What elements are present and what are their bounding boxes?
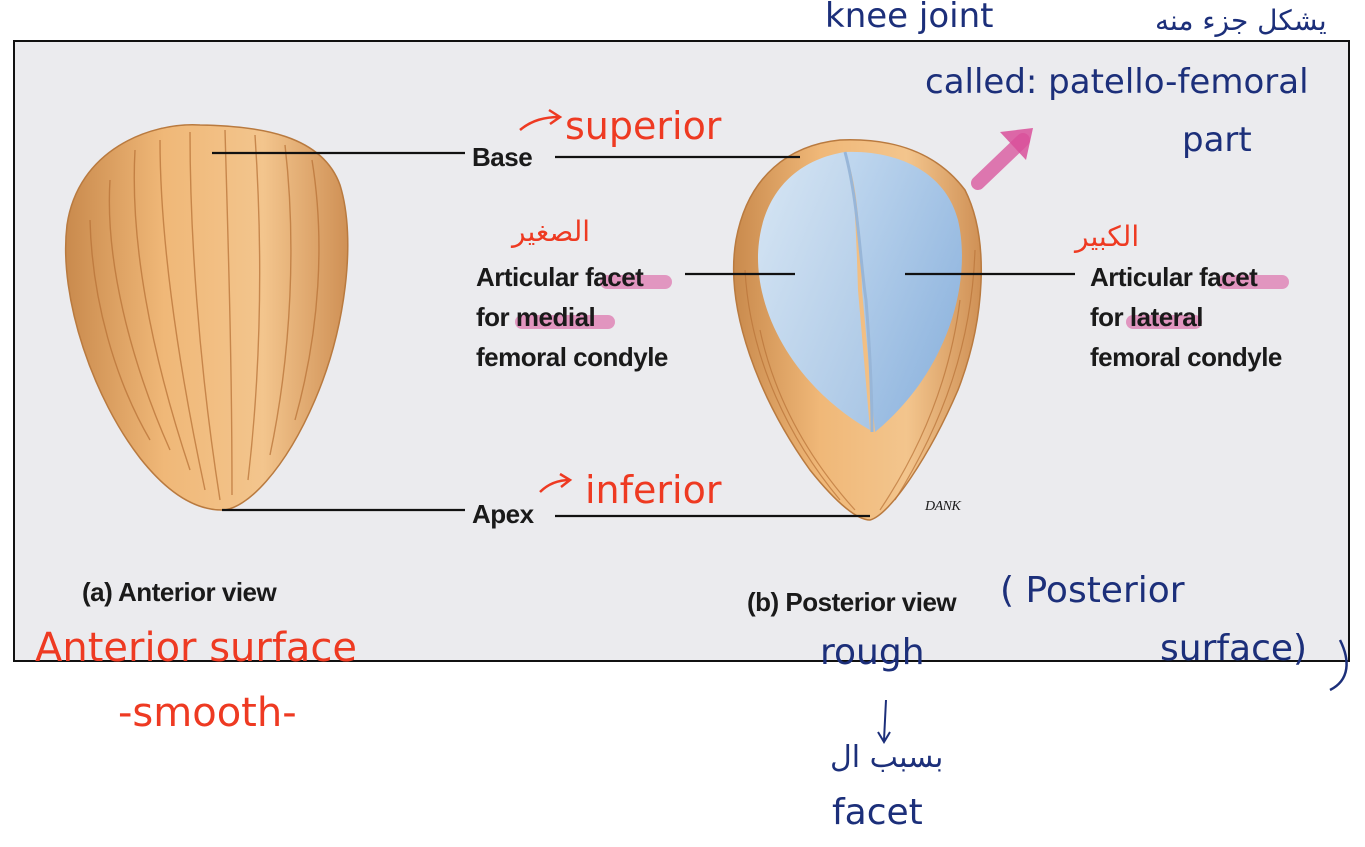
caption-anterior-view: (a) Anterior view (82, 575, 276, 609)
note-arabic-medial: الصغير (512, 215, 590, 248)
note-because-arabic: بسبب ال (830, 740, 943, 775)
note-patello-femoral: called: patello-femoral (925, 62, 1309, 102)
note-smooth: -smooth- (118, 690, 297, 736)
caption-posterior-view: (b) Posterior view (747, 585, 956, 619)
arrow-inferior (540, 474, 570, 492)
label-apex: Apex (472, 497, 534, 531)
artist-signature: DANK (925, 490, 960, 524)
surface-bracket (1330, 640, 1347, 690)
medial-facet-line-1: Articular facet (476, 260, 643, 294)
medial-facet-line-3: femoral condyle (476, 340, 668, 374)
anterior-bone-shape (66, 125, 348, 510)
note-anterior-surface: Anterior surface (35, 625, 357, 671)
arrow-rough-down (878, 700, 890, 742)
lateral-facet-line-2: for lateral (1090, 300, 1203, 334)
note-facet: facet (832, 792, 923, 833)
medial-facet-line-2: for medial (476, 300, 595, 334)
note-posterior-surface-1: ( Posterior (1000, 570, 1185, 611)
note-superior: superior (565, 104, 721, 148)
lateral-facet-line-3: femoral condyle (1090, 340, 1282, 374)
note-knee-arabic: يشكل جزء منه (1155, 4, 1327, 37)
note-arabic-lateral: الكبير (1075, 220, 1139, 253)
pink-arrow (978, 128, 1033, 183)
note-inferior: inferior (585, 468, 721, 512)
anterior-patella (66, 125, 348, 510)
note-posterior-surface-2: surface) (1160, 628, 1307, 669)
note-rough: rough (820, 632, 925, 673)
note-part: part (1182, 120, 1252, 160)
posterior-patella (734, 140, 982, 520)
label-base: Base (472, 140, 532, 174)
note-knee-joint: knee joint (825, 0, 993, 36)
arrow-superior (520, 110, 560, 130)
lateral-facet-line-1: Articular facet (1090, 260, 1257, 294)
